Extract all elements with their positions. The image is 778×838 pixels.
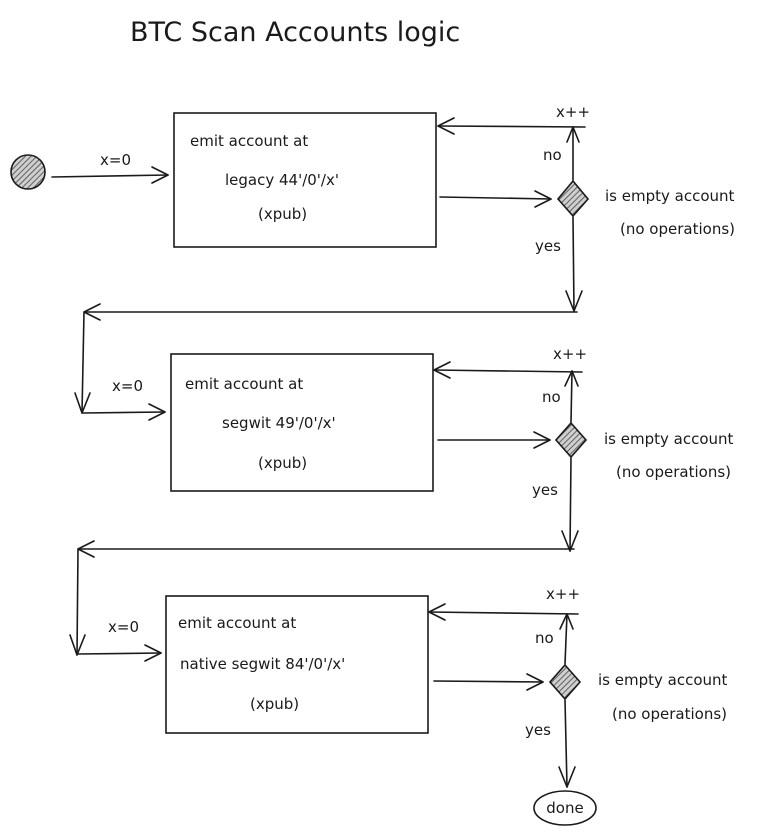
arrowhead [74,392,91,414]
arrowhead [437,117,455,135]
arrowhead [526,673,544,691]
decision-label-2: (no operations) [612,705,727,723]
section-segwit: x=0 emit account at segwit 49'/0'/x' (xp… [82,345,734,552]
yes-line [572,216,575,312]
no-label: no [542,388,561,406]
yes-label: yes [532,481,558,499]
arrowhead [534,190,552,208]
increment-label: x++ [553,345,587,363]
box-line-2: segwit 49'/0'/x' [222,414,336,432]
arrowhead [151,166,169,184]
arrowhead [565,290,583,312]
start-to-box-arrow [51,174,169,178]
arrowhead [533,431,551,449]
init-label: x=0 [108,618,139,636]
decision-label-1: is empty account [604,430,734,448]
yes-label: yes [535,237,561,255]
arrowhead [69,634,86,656]
yes-line [569,457,572,552]
decision-label-2: (no operations) [620,220,735,238]
loop-back-line [428,611,579,615]
decision-label-1: is empty account [598,671,728,689]
increment-label: x++ [546,585,580,603]
section-legacy: x=0 emit account at legacy 44'/0'/x' (xp… [51,103,735,312]
box-to-decision-arrow [439,196,552,200]
no-line [564,613,568,665]
arrowhead [428,603,446,621]
arrowhead [433,361,451,379]
init-label: x=0 [100,151,131,169]
yes-label: yes [525,721,551,739]
init-to-box-arrow [77,652,162,655]
section-native-segwit: x=0 emit account at native segwit 84'/0'… [77,585,728,788]
done-label: done [546,799,583,817]
yes-line [564,699,568,788]
box-line-1: emit account at [185,375,303,393]
arrowhead [561,530,579,552]
decision-diamond [556,179,590,218]
arrowhead [144,644,162,662]
init-label: x=0 [112,377,143,395]
start-node [10,154,46,190]
decision-diamond [554,421,588,459]
loop-back-line [433,369,583,373]
box-to-decision-arrow [433,680,544,683]
arrowhead [83,303,101,321]
loop-back-line [437,125,586,128]
box-line-3: (xpub) [258,205,307,223]
box-line-2: native segwit 84'/0'/x' [180,655,345,673]
arrowhead [77,540,95,558]
arrowhead [564,370,579,387]
increment-label: x++ [556,103,590,121]
init-to-box-arrow [82,411,166,414]
no-label: no [543,146,562,164]
emit-account-box [173,112,437,248]
box-line-1: emit account at [190,132,308,150]
done-node [533,790,597,826]
no-label: no [535,629,554,647]
emit-account-box [165,595,429,734]
box-line-3: (xpub) [258,454,307,472]
arrowhead [148,403,166,421]
box-line-3: (xpub) [250,695,299,713]
arrowhead [558,766,576,788]
decision-diamond [548,663,582,701]
box-line-2: legacy 44'/0'/x' [225,171,339,189]
no-line [570,370,573,423]
diagram-title: BTC Scan Accounts logic [130,17,460,48]
emit-account-box [170,353,434,492]
decision-label-2: (no operations) [616,463,731,481]
box-line-1: emit account at [178,614,296,632]
decision-label-1: is empty account [605,187,735,205]
